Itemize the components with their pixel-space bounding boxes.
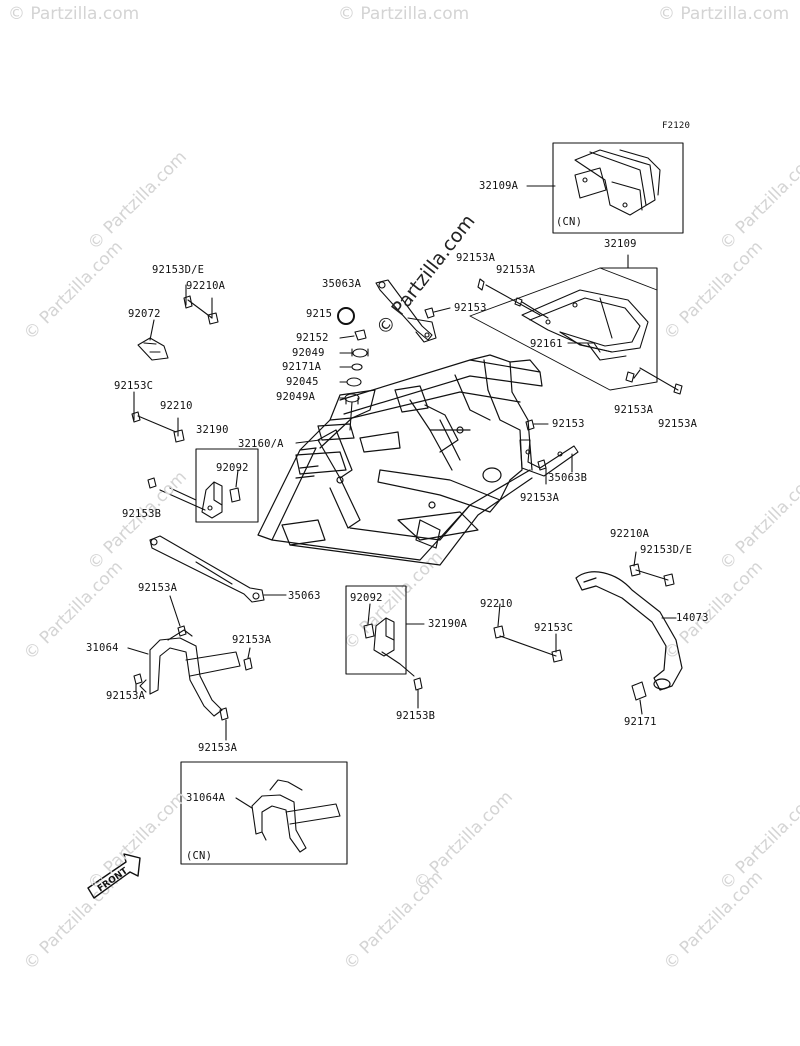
callout-92210a-right[interactable]: 92210A (610, 528, 650, 540)
inset-box-cn-guard (180, 761, 348, 865)
callout-92153c-right[interactable]: 92153C (534, 622, 574, 634)
front-arrow-icon (87, 853, 141, 899)
callout-92153-right[interactable]: 92153 (552, 418, 585, 430)
figure-code: F2120 (662, 121, 691, 131)
callout-31064[interactable]: 31064 (86, 642, 119, 654)
guard-cn-drawing (251, 779, 341, 853)
callout-92092-right[interactable]: 92092 (350, 592, 383, 604)
rear-carrier-cn-drawing (574, 149, 661, 216)
callout-92153a-carrier-lower[interactable]: 92153A (614, 404, 654, 416)
callout-32109a[interactable]: 32109A (479, 180, 519, 192)
callout-35063[interactable]: 35063 (288, 590, 321, 602)
clamp-92072-drawing (137, 337, 169, 361)
box-32190 (195, 448, 259, 523)
callout-92045[interactable]: 92045 (286, 376, 319, 388)
callout-35063a[interactable]: 35063A (322, 278, 362, 290)
callout-9215x[interactable]: 9215 (306, 308, 333, 320)
callout-32160a[interactable]: 32160/A (238, 438, 284, 450)
callout-32109[interactable]: 32109 (604, 238, 637, 250)
callout-92049a[interactable]: 92049A (276, 391, 316, 403)
clamp-92171-drawing (631, 681, 647, 701)
callout-35063b[interactable]: 35063B (548, 472, 588, 484)
callout-31064a[interactable]: 31064A (186, 792, 226, 804)
rubber-92049-drawing (352, 348, 368, 358)
mount-32190-drawing (201, 481, 241, 519)
callout-32190[interactable]: 32190 (196, 424, 229, 436)
callout-92153a-guard-left[interactable]: 92153A (106, 690, 146, 702)
callout-92092-left[interactable]: 92092 (216, 462, 249, 474)
washer-92045-drawing (346, 377, 362, 387)
callout-32190a[interactable]: 32190A (428, 618, 468, 630)
callout-92210-left[interactable]: 92210 (160, 400, 193, 412)
stay-35063a-drawing (375, 279, 451, 343)
inset-box-cn-carrier (552, 142, 684, 234)
rod-35063-drawing (149, 535, 265, 603)
nut-92171a-drawing (351, 363, 363, 371)
callout-92153a-carrier-right[interactable]: 92153A (658, 418, 698, 430)
inset-note-bottom: (CN) (186, 850, 213, 862)
callout-92153a-carrier-left[interactable]: 92153A (456, 252, 496, 264)
collar-92152-drawing (354, 329, 367, 341)
callout-92210-right[interactable]: 92210 (480, 598, 513, 610)
box-32190a (345, 585, 407, 675)
bracket-35063b-drawing (519, 439, 579, 477)
callout-92153a-carrier-mid[interactable]: 92153A (496, 264, 536, 276)
grommet-92152-drawing (337, 307, 355, 325)
callout-14073[interactable]: 14073 (676, 612, 709, 624)
callout-92153a-guard-bottom[interactable]: 92153A (198, 742, 238, 754)
watermark-top-right: © Partzilla.com (658, 4, 790, 24)
callout-92153a-guard-right[interactable]: 92153A (232, 634, 272, 646)
callout-92153b-right[interactable]: 92153B (396, 710, 436, 722)
callout-92153c-left[interactable]: 92153C (114, 380, 154, 392)
callout-92153-upper[interactable]: 92153 (454, 302, 487, 314)
rear-carrier-drawing (521, 289, 649, 361)
callout-92153de-upper[interactable]: 92153D/E (152, 264, 205, 276)
mount-32190a-drawing (363, 617, 415, 677)
callout-92171a[interactable]: 92171A (282, 361, 322, 373)
callout-92049[interactable]: 92049 (292, 347, 325, 359)
callout-92152[interactable]: 92152 (296, 332, 329, 344)
callout-92161[interactable]: 92161 (530, 338, 563, 350)
callout-92153a-guard-top[interactable]: 92153A (138, 582, 178, 594)
pipe-14073-drawing (575, 571, 683, 691)
callout-92153b-left[interactable]: 92153B (122, 508, 162, 520)
callout-92153a-bracket[interactable]: 92153A (520, 492, 560, 504)
watermark-top-left: © Partzilla.com (8, 4, 140, 24)
inset-note-top: (CN) (556, 216, 583, 228)
callout-92153de-right[interactable]: 92153D/E (640, 544, 693, 556)
callout-92210a-upper[interactable]: 92210A (186, 280, 226, 292)
callout-92072[interactable]: 92072 (128, 308, 161, 320)
guard-31064-drawing (139, 629, 241, 717)
watermark-top-center: © Partzilla.com (338, 4, 470, 24)
callout-92171[interactable]: 92171 (624, 716, 657, 728)
